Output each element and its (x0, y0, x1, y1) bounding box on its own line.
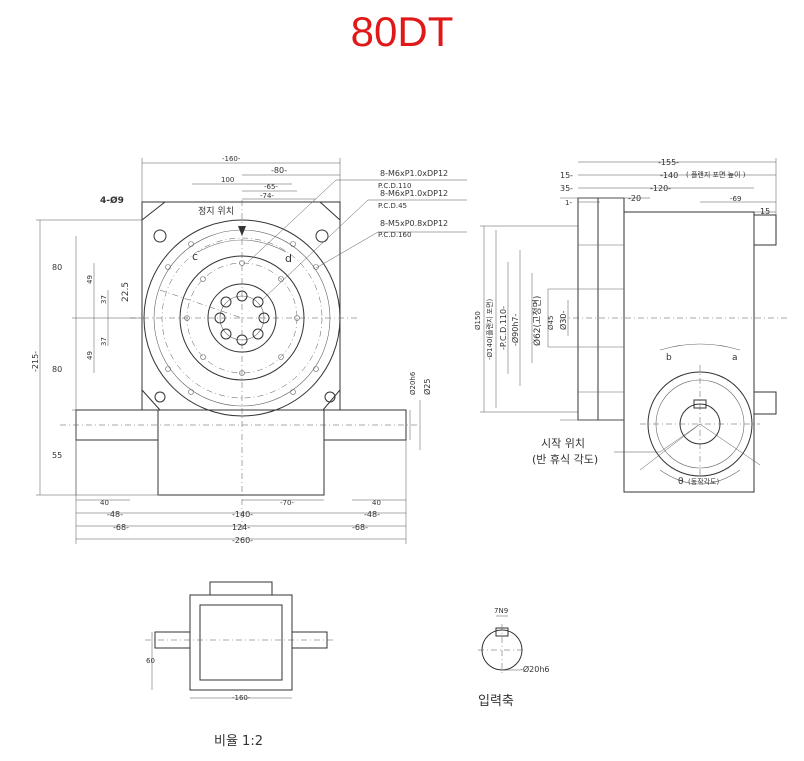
dim-d30: Ø30- (558, 311, 568, 330)
dim-55: 55 (52, 451, 62, 460)
mount-hole-tl (153, 229, 167, 243)
start-position-label: 시작 위치 (541, 437, 585, 450)
dim-37a: 37 (100, 295, 108, 304)
side-top-boss (753, 214, 777, 246)
side-body (623, 211, 755, 493)
dim-100: 100 (221, 176, 234, 184)
dim-48-left: -48- (107, 510, 123, 519)
dim-160-bottom: -160- (232, 694, 251, 702)
dim-40-right: 40 (372, 499, 381, 507)
bottom-inner (199, 604, 283, 681)
dim-80a: 80 (52, 263, 62, 272)
mount-hole-tr (315, 229, 329, 243)
dim-15a: 15- (560, 171, 573, 180)
dim-260: -260- (232, 536, 253, 545)
bottom-view: 60 -160- 비율 1:2 (145, 581, 335, 749)
dim-69: -69 (730, 195, 741, 203)
dim-1: 1- (565, 199, 572, 207)
side-flange (577, 197, 625, 421)
bottom-top-boss (209, 581, 273, 596)
pcd-45-label: P.C.D.45 (378, 202, 407, 210)
page-title: 80DT (350, 8, 454, 55)
rotation-arc (197, 239, 287, 253)
dim-15b: 15 (760, 207, 770, 216)
dim-74: -74- (260, 192, 274, 200)
scale-label: 비율 1:2 (214, 734, 263, 749)
dim-d45: Ø45 (547, 316, 555, 330)
leader-1 (247, 179, 467, 263)
angle-label: 22.5 (121, 282, 131, 302)
bottom-body (189, 594, 293, 691)
theta-label: θ (678, 477, 684, 487)
shaft-detail: 7N9 -Ø20h6 입력축 (478, 607, 550, 709)
pcd160-holes (165, 241, 319, 395)
input-shaft-label: 입력축 (478, 694, 514, 709)
dim-120: -120- (650, 184, 671, 193)
side-view: -155- -140 ( 플랜지 포면 높이 ) -120- 15- 35- 1… (474, 158, 790, 493)
dim-155: -155- (658, 158, 679, 167)
rotation-a-label: a (732, 353, 738, 363)
dim-60: 60 (146, 657, 155, 665)
rotation-d-label: d (285, 252, 292, 265)
start-position-note: (반 휴식 각도) (532, 453, 598, 466)
dim-140-note: ( 플랜지 포면 높이 ) (686, 170, 746, 179)
dim-140-side: -140 (660, 171, 678, 180)
key-dim: 7N9 (494, 607, 508, 615)
dim-48-right: -48- (364, 510, 380, 519)
dim-20: -20 (628, 194, 641, 203)
dim-40-left: 40 (100, 499, 109, 507)
dim-68-right: -68- (352, 523, 368, 532)
dim-49b: 49 (86, 351, 94, 360)
stop-marker-icon (238, 226, 246, 236)
hole-spec-3: 8-M5xP0.8xDP12 (380, 219, 448, 228)
leader-3 (315, 231, 467, 269)
dim-70: -70- (280, 499, 294, 507)
front-base (157, 409, 325, 496)
dim-80: -80- (271, 166, 287, 175)
side-shaft-stub (753, 391, 777, 415)
dim-80b: 80 (52, 365, 62, 374)
dim-35: 35- (560, 184, 573, 193)
input-shaft-flange (647, 371, 753, 477)
dim-d25: Ø25 (422, 379, 432, 395)
dim-d150: Ø150 (474, 311, 482, 330)
dim-d90h7: -Ø90h7- (510, 313, 520, 346)
start-leader (614, 423, 701, 453)
dim-pcd110: -P.C.D.110- (499, 306, 508, 350)
dim-160: -160- (222, 155, 241, 163)
mount-hole-br (324, 391, 336, 403)
dim-68-left: -68- (113, 523, 129, 532)
pcd-110-label: P.C.D.110 (378, 182, 411, 190)
angle-line (159, 289, 243, 319)
dim-124: 124- (232, 523, 250, 532)
dim-65: -65- (264, 183, 278, 191)
hole-spec-1: 8-M6xP1.0xDP12 (380, 169, 448, 178)
stop-position-label: 정지 위치 (198, 205, 234, 217)
leader-2 (261, 199, 467, 301)
dim-d62: Ø62(고정면) (532, 296, 543, 346)
rotation-c-label: c (192, 250, 198, 263)
dim-d140: -Ø140(플랜지 포면) (485, 298, 494, 360)
mount-hole-bl (154, 391, 166, 403)
dim-49a: 49 (86, 275, 94, 284)
pcd-160-label: P.C.D.160 (378, 231, 411, 239)
dim-215: -215- (31, 351, 40, 372)
theta-note: (동작각도) (688, 477, 719, 486)
rotation-b-label: b (666, 353, 672, 363)
dim-d20h6: Ø20h6 (409, 371, 417, 395)
hole-spec-2: 8-M6xP1.0xDP12 (380, 189, 448, 198)
front-view: 8-M6xP1.0xDP12 P.C.D.110 8-M6xP1.0xDP12 … (31, 155, 467, 545)
side-flange-step (597, 197, 625, 421)
mount-holes-label: 4-Ø9 (100, 195, 124, 206)
dim-37b: 37 (100, 337, 108, 346)
theta-arc (659, 469, 741, 485)
dim-140: -140- (232, 510, 253, 519)
side-rotation-arc (659, 343, 741, 351)
shaft-dia-dim: -Ø20h6 (520, 664, 550, 674)
